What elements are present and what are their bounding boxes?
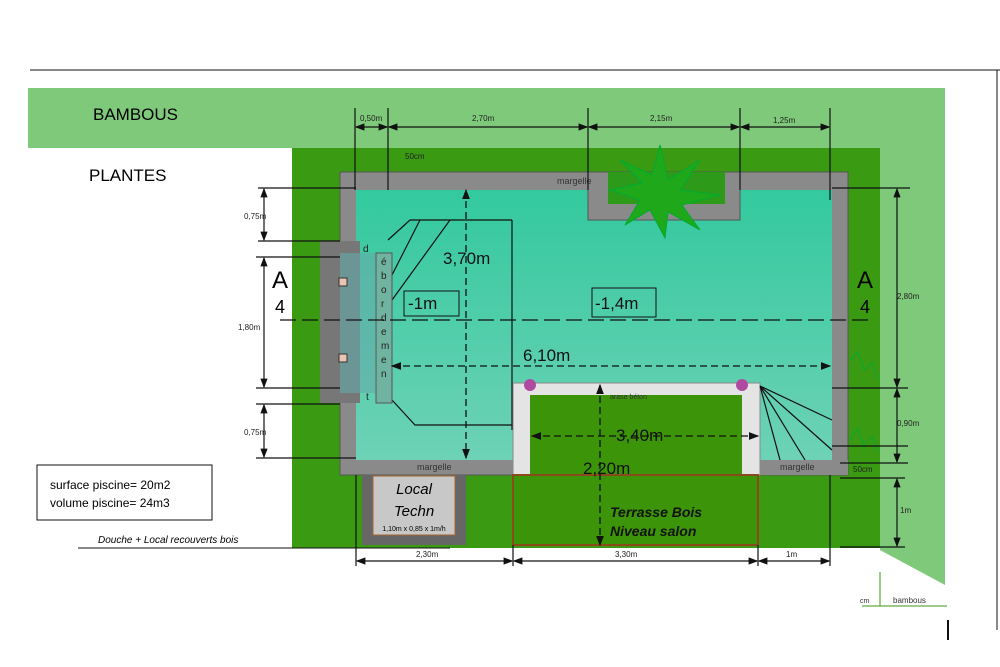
- local-techn-inner: [372, 475, 456, 536]
- bamboo-icon: [849, 351, 879, 381]
- light-icon: [736, 379, 748, 391]
- dim-bottom-2: 1m: [786, 550, 797, 559]
- margelle-label: margelle: [557, 176, 592, 186]
- section-right: A: [857, 267, 873, 294]
- bambous-label: BAMBOUS: [93, 105, 178, 124]
- cm-label: cm: [860, 598, 870, 605]
- bambous-bottom-label: bambous: [893, 596, 926, 605]
- eborder-inner: [340, 253, 375, 393]
- dim-top-1: 2,70m: [472, 114, 495, 123]
- margelle-label: margelle: [780, 462, 815, 472]
- svg-text:é: é: [381, 257, 387, 268]
- margelle-right: [760, 460, 848, 475]
- dim-right-1: 0,90m: [897, 419, 920, 428]
- top-dimensions: 0,50m 2,70m 2,15m 1,25m: [354, 108, 831, 200]
- svg-text:r: r: [381, 299, 385, 310]
- info-box: [36, 464, 213, 521]
- svg-text:n: n: [381, 369, 387, 380]
- svg-text:d: d: [363, 244, 369, 255]
- douche-label: Douche + Local recouverts bois: [98, 535, 238, 546]
- eborder-channel: [375, 252, 393, 404]
- eborder-label: d é b o r d e m e n t: [363, 244, 389, 403]
- svg-text:b: b: [381, 271, 387, 282]
- right-dimensions: 2,80m 0,90m 1m: [832, 187, 920, 548]
- depth-shallow-box: [403, 290, 460, 317]
- section-num: 4: [275, 297, 285, 317]
- section-left: A: [272, 267, 288, 294]
- skimmer-icon: [338, 353, 348, 363]
- depth-deep-box: [591, 287, 657, 318]
- svg-text:e: e: [381, 327, 387, 338]
- dim-bottom-1: 3,30m: [615, 550, 638, 559]
- plant-icon: [608, 144, 721, 240]
- terrasse-label: Terrasse Bois: [610, 504, 702, 520]
- length-610: 6,10m: [523, 346, 570, 365]
- svg-text:o: o: [381, 285, 387, 296]
- steps-outline: [387, 219, 513, 430]
- depth-shallow: -1m: [408, 294, 437, 313]
- margelle-label: margelle: [417, 462, 452, 472]
- depth-deep: -1,4m: [595, 294, 638, 313]
- surface-text: surface piscine= 20m2: [50, 478, 171, 492]
- terrasse-bois: [512, 474, 759, 546]
- corner-steps: [759, 385, 833, 461]
- dim-left-2: 0,75m: [244, 428, 267, 437]
- dim-right-2: 1m: [900, 506, 911, 515]
- niveau-label: Niveau salon: [610, 523, 696, 539]
- arase-label: arase béton: [610, 394, 647, 401]
- left-dimensions: 0,75m 1,80m 0,75m: [238, 187, 356, 459]
- svg-text:m: m: [381, 341, 389, 352]
- dim-left-1: 1,80m: [238, 323, 261, 332]
- local-size: 1,10m x 0,85 x 1m/h: [382, 526, 446, 533]
- plantes-label: PLANTES: [89, 166, 166, 185]
- dim-top-2: 2,15m: [650, 114, 673, 123]
- local-label: Local: [396, 481, 433, 498]
- light-icon: [524, 379, 536, 391]
- cm50-label: 50cm: [405, 152, 425, 161]
- svg-text:d: d: [381, 313, 387, 324]
- dim-bottom-0: 2,30m: [416, 550, 439, 559]
- dim-top-0: 0,50m: [360, 114, 383, 123]
- depth-220: 2,20m: [583, 459, 630, 478]
- section-num: 4: [860, 297, 870, 317]
- svg-text:t: t: [366, 392, 369, 403]
- cm50-label: 50cm: [853, 465, 873, 474]
- dim-right-0: 2,80m: [897, 292, 920, 301]
- techn-label: Techn: [394, 503, 434, 520]
- svg-text:e: e: [381, 355, 387, 366]
- bottom-dimensions: 2,30m 3,30m 1m: [355, 475, 831, 566]
- dim-top-3: 1,25m: [773, 116, 796, 125]
- dim-left-0: 0,75m: [244, 212, 267, 221]
- skimmer-icon: [338, 277, 348, 287]
- volume-text: volume piscine= 24m3: [50, 496, 170, 510]
- bamboo-strip: [28, 88, 945, 585]
